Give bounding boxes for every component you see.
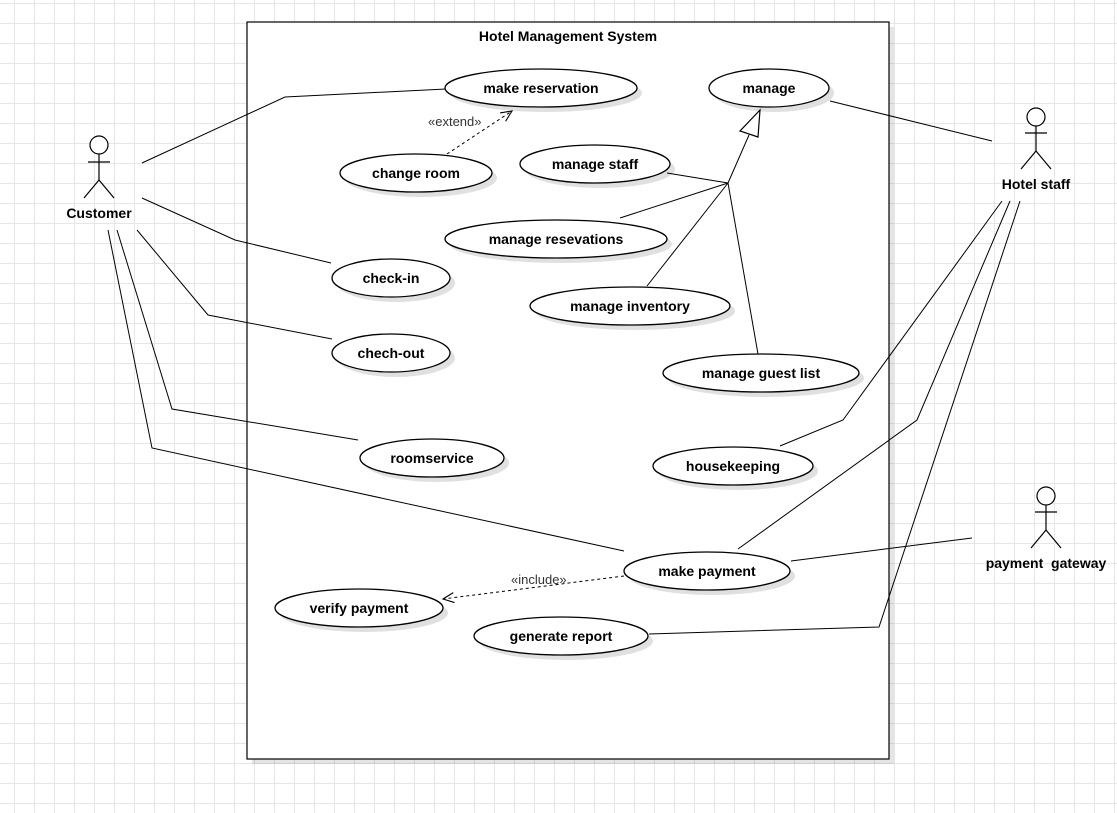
usecase-label: manage resevations	[489, 231, 624, 247]
use-cases: make reservation manage change room mana…	[274, 68, 864, 660]
actor-label: payment gateway	[986, 555, 1107, 571]
gen-trunk[interactable]	[727, 134, 750, 184]
gen-manage-staff[interactable]	[666, 172, 729, 184]
gen-manage-inventory[interactable]	[646, 182, 729, 287]
usecase-label: make payment	[658, 563, 756, 579]
assoc-staff-housekeeping[interactable]	[779, 200, 1003, 447]
include-arrow[interactable]	[441, 575, 625, 604]
usecase-make-reservation[interactable]: make reservation	[444, 68, 642, 112]
usecase-roomservice[interactable]: roomservice	[359, 438, 509, 482]
association-lines	[107, 88, 1021, 635]
usecase-label: change room	[372, 165, 460, 181]
usecase-label: generate report	[510, 628, 613, 644]
usecase-change-room[interactable]: change room	[339, 153, 497, 197]
usecase-manage-staff[interactable]: manage staff	[519, 144, 675, 188]
usecase-label: make reservation	[483, 80, 598, 96]
actor-customer[interactable]: Customer	[66, 135, 132, 221]
assoc-customer-check-out[interactable]	[136, 229, 333, 340]
usecase-manage-reservations[interactable]: manage resevations	[444, 219, 672, 263]
assoc-customer-roomservice[interactable]	[116, 229, 359, 441]
actor-label: Customer	[66, 205, 132, 221]
include-label: «include»	[511, 572, 567, 587]
usecase-generate-report[interactable]: generate report	[473, 616, 653, 660]
usecase-label: manage inventory	[570, 298, 690, 314]
assoc-staff-make-payment[interactable]	[737, 200, 1011, 550]
dependency-lines	[441, 110, 625, 604]
gen-manage-reservations[interactable]	[619, 182, 729, 219]
generalization-arrowhead[interactable]	[738, 108, 761, 138]
assoc-staff-manage[interactable]	[829, 100, 993, 142]
assoc-customer-check-in[interactable]	[141, 197, 332, 264]
usecase-manage[interactable]: manage	[708, 68, 834, 112]
system-title: Hotel Management System	[479, 28, 657, 44]
extend-label: «extend»	[428, 114, 482, 129]
usecase-label: verify payment	[310, 600, 409, 616]
usecase-check-out[interactable]: chech-out	[331, 333, 455, 377]
usecase-label: roomservice	[390, 450, 473, 466]
usecase-label: manage	[743, 80, 796, 96]
stick-figure-icon	[1030, 486, 1062, 549]
gen-manage-guest-list[interactable]	[727, 182, 759, 355]
usecase-manage-guest-list[interactable]: manage guest list	[662, 353, 864, 397]
actor-hotel-staff[interactable]: Hotel staff	[1002, 107, 1071, 192]
actor-label: Hotel staff	[1002, 176, 1071, 192]
usecase-label: manage staff	[552, 156, 639, 172]
usecase-check-in[interactable]: check-in	[331, 258, 455, 302]
usecase-label: chech-out	[358, 345, 425, 361]
assoc-customer-make-reservation[interactable]	[141, 88, 447, 164]
usecase-label: check-in	[363, 270, 420, 286]
usecase-manage-inventory[interactable]: manage inventory	[529, 286, 735, 330]
extend-arrow[interactable]	[446, 110, 514, 155]
usecase-make-payment[interactable]: make payment	[623, 551, 795, 595]
usecase-label: manage guest list	[702, 365, 821, 381]
actor-payment-gateway[interactable]: payment gateway	[986, 486, 1107, 571]
usecase-label: housekeeping	[686, 458, 780, 474]
assoc-customer-make-payment[interactable]	[107, 229, 625, 552]
stick-figure-icon	[1020, 107, 1052, 170]
generalization-lines	[619, 108, 761, 355]
usecase-housekeeping[interactable]: housekeeping	[652, 446, 818, 490]
usecase-verify-payment[interactable]: verify payment	[274, 588, 448, 632]
stick-figure-icon	[83, 135, 115, 199]
assoc-gateway-make-payment[interactable]	[790, 537, 973, 562]
assoc-staff-generate-report[interactable]	[648, 200, 1021, 635]
